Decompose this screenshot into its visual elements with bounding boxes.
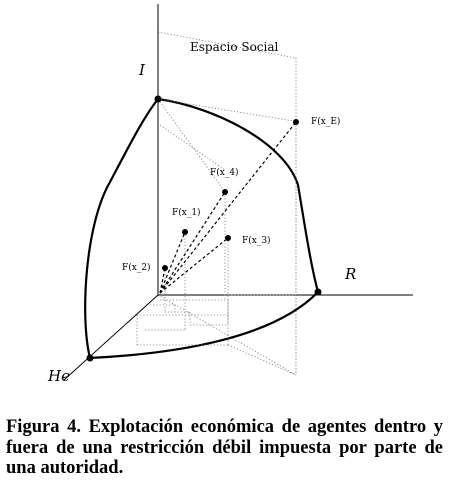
ray-x4 (159, 191, 226, 294)
point-x1 (182, 229, 188, 235)
point-label-x2: F(x_2) (122, 262, 151, 273)
axes (63, 4, 413, 381)
ray-x3 (159, 237, 229, 294)
projection-lines (136, 98, 301, 376)
point-vertex-he (86, 354, 94, 362)
point-vertex-r (314, 288, 322, 296)
ray-x1 (159, 231, 186, 294)
ray-xe (159, 121, 297, 294)
point-x3 (225, 235, 231, 241)
point-x2 (162, 265, 168, 271)
social-space-label: Espacio Social (190, 40, 279, 54)
diagram: I R He Espacio Social (47, 4, 413, 385)
point-labels: F(x_E) F(x_4) F(x_1) F(x_3) F(x_2) (122, 116, 340, 273)
point-label-x4: F(x_4) (210, 167, 239, 178)
figure-caption: Figura 4. Explotación económica de agent… (6, 417, 443, 478)
point-label-x1: F(x_1) (172, 207, 201, 218)
restriction-boundary (84, 97, 320, 360)
axis-label-he: He (47, 367, 70, 385)
point-x4 (222, 189, 228, 195)
axis-he (63, 294, 159, 381)
point-label-xe: F(x_E) (311, 116, 340, 127)
axis-label-i: I (138, 61, 146, 79)
social-space-plane (157, 31, 297, 376)
point-vertex-i (154, 95, 162, 103)
rays (159, 121, 297, 294)
point-label-x3: F(x_3) (242, 235, 271, 246)
points (86, 95, 322, 362)
point-xe (293, 119, 299, 125)
ray-x2 (159, 267, 166, 294)
axis-label-r: R (344, 265, 356, 283)
